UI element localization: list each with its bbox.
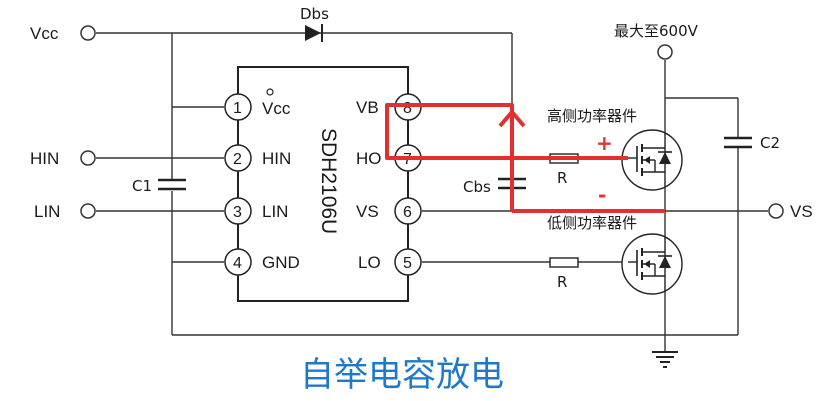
dbs-diode — [305, 24, 323, 42]
c2-capacitor — [724, 136, 752, 149]
vs-terminal — [768, 203, 784, 219]
minus-sign: - — [598, 183, 606, 207]
ground-icon — [652, 351, 678, 368]
pin-4-label: GND — [262, 253, 300, 272]
low-side-mosfet-icon — [621, 233, 683, 295]
pin-4: 4 — [224, 248, 252, 276]
cbs-label: Cbs — [463, 178, 491, 196]
pin-8-label: VB — [356, 98, 379, 117]
pin-1-label: Vcc — [262, 99, 291, 118]
lin-terminal-label: LIN — [34, 202, 60, 221]
hin-terminal — [80, 150, 96, 166]
diagram-title: 自举电容放电 — [300, 355, 504, 395]
pin-2-number: 2 — [233, 151, 242, 168]
pin-6-number: 6 — [403, 204, 412, 221]
pin1-dot-icon — [266, 88, 274, 96]
hin-terminal-label: HIN — [30, 149, 59, 168]
supply-label: 最大至600V — [614, 22, 699, 40]
r-high-label: R — [557, 169, 567, 187]
pin-6: 6 — [394, 197, 422, 225]
c2-label: C2 — [760, 134, 780, 152]
pin-4-number: 4 — [233, 255, 242, 272]
c1-label: C1 — [132, 177, 152, 195]
supply-terminal — [657, 44, 673, 60]
pin-3-label: LIN — [262, 202, 288, 221]
pin-5: 5 — [394, 248, 422, 276]
pin-2-label: HIN — [262, 149, 291, 168]
dbs-label: Dbs — [300, 5, 329, 23]
low-device-label: 低侧功率器件 — [547, 214, 637, 232]
pin-5-label: LO — [358, 253, 381, 272]
vs-terminal-label: VS — [790, 202, 813, 221]
lin-terminal — [80, 203, 96, 219]
pin-1: 1 — [224, 93, 252, 121]
pin-2: 2 — [224, 144, 252, 172]
pin-3: 3 — [224, 197, 252, 225]
pin-7-label: HO — [356, 149, 382, 168]
r-low-resistor — [549, 257, 579, 268]
pin-3-number: 3 — [233, 204, 242, 221]
pin-6-label: VS — [356, 202, 379, 221]
discharge-current-path — [385, 103, 665, 213]
high-side-mosfet-icon — [621, 129, 683, 191]
chip-body — [237, 66, 409, 302]
r-low-label: R — [557, 273, 567, 291]
pin-1-number: 1 — [233, 100, 242, 117]
chip-name: SDH2106U — [317, 128, 340, 234]
vcc-terminal — [80, 25, 96, 41]
pin-8-number: 8 — [403, 100, 412, 117]
c1-capacitor — [158, 178, 186, 191]
vcc-terminal-label: Vcc — [30, 24, 59, 43]
wires — [96, 32, 768, 352]
high-device-label: 高侧功率器件 — [547, 107, 637, 125]
pin-5-number: 5 — [403, 255, 412, 272]
plus-sign: + — [596, 131, 613, 155]
